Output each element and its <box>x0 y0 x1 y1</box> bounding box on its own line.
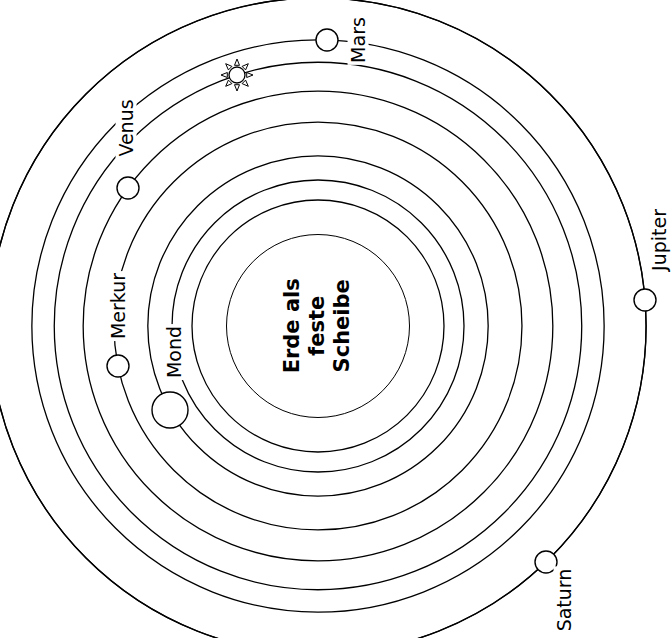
planet-label: Mars <box>348 15 369 65</box>
sun-ray <box>242 80 248 86</box>
planet-label: Saturn <box>554 567 575 634</box>
orbit-ring <box>83 91 553 561</box>
planet-label: Mond <box>164 324 185 380</box>
orbit-ring <box>172 180 464 472</box>
planet-circle <box>316 29 338 51</box>
earth-label: Erde als feste Scheibe <box>280 266 356 386</box>
orbit-ring <box>114 122 522 530</box>
sun-ray <box>235 59 240 65</box>
sun-ray <box>221 73 227 78</box>
earth-disc: Erde als feste Scheibe <box>226 234 410 418</box>
sun-ray <box>242 64 248 70</box>
sun-ray <box>247 73 253 78</box>
planet-circle <box>107 355 129 377</box>
sun-ray <box>226 64 232 70</box>
planet-circle <box>152 392 188 428</box>
orbit-ring <box>54 62 581 589</box>
planet-label: Venus <box>116 97 137 158</box>
orbit-ring <box>0 0 646 638</box>
sun-symbol <box>229 67 245 83</box>
planet-circle <box>634 289 656 311</box>
planet-circle <box>117 177 139 199</box>
orbit-ring <box>32 40 604 612</box>
sun-ray <box>226 80 232 86</box>
orbit-ring <box>0 0 646 638</box>
planet-label: Jupiter <box>648 207 669 273</box>
orbit-ring <box>148 156 488 496</box>
orbit-ring <box>192 200 444 452</box>
planet-label: Merkur <box>108 271 129 341</box>
sun-ray <box>235 85 240 91</box>
